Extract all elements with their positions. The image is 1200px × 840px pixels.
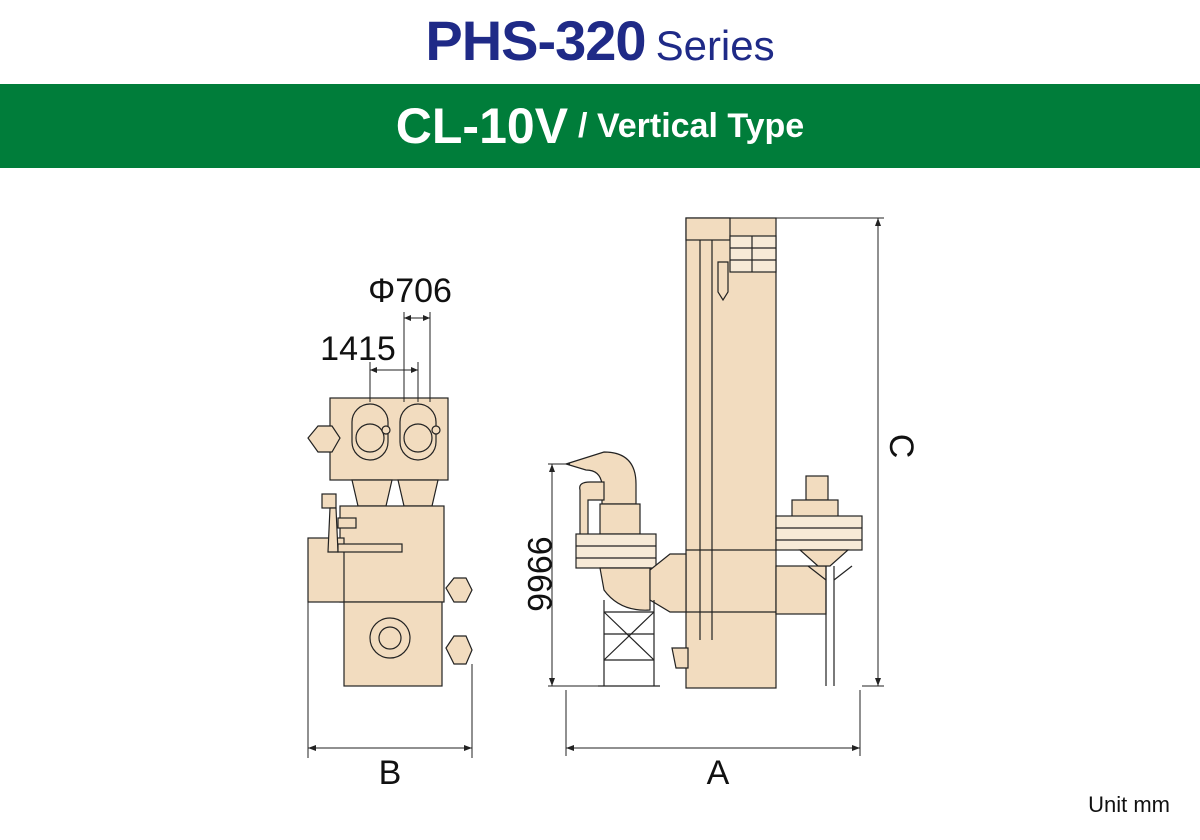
cyclone-body [599,567,651,611]
dim-c-label: C [882,434,920,459]
main-body [339,505,445,603]
collector-legs [807,565,853,686]
dim-a-label: A [707,754,730,792]
side-motor-right-2 [445,635,473,665]
collector-duct [775,565,827,615]
collector-cone [798,549,850,567]
dim-pitch-label: 1415 [320,330,396,368]
band-type: / Vertical Type [578,106,805,145]
dim-phi-label: Φ706 [368,272,452,310]
top-chute [717,261,729,302]
collector-fan [805,475,829,501]
valve-2 [431,425,441,435]
side-motor-left [307,425,341,453]
feed-chute [327,507,339,553]
collector-head [791,499,839,519]
left-view [307,397,473,687]
top-railing [729,235,777,273]
side-motor-right-1 [445,577,473,603]
feed-inlet [321,493,337,509]
cyclone-ring-1 [355,423,385,453]
valve-1 [381,425,391,435]
dim-height-label: 9966 [520,536,558,612]
dim-b-label: B [379,754,402,792]
cyclone-ring-2 [403,423,433,453]
column-cap [685,217,731,241]
hopper-1 [351,479,393,507]
title-series: Series [655,22,775,69]
dimension-arrows [308,218,881,751]
support-frame [598,600,660,687]
column-hopper [671,647,689,669]
subtitle-band: CL-10V/ Vertical Type [0,84,1200,168]
bracket [337,517,357,529]
right-view [563,217,863,689]
platform-rail [575,533,657,569]
unit-label: Unit mm [1088,792,1170,817]
band-model: CL-10V [395,98,569,154]
hopper-2 [397,479,439,507]
conveyor-arm [337,543,403,553]
cyclone-top [599,503,641,535]
collector-railing [775,515,863,551]
blower [649,553,687,613]
title-model: PHS-320 [425,9,646,72]
outlet-core [378,626,402,650]
